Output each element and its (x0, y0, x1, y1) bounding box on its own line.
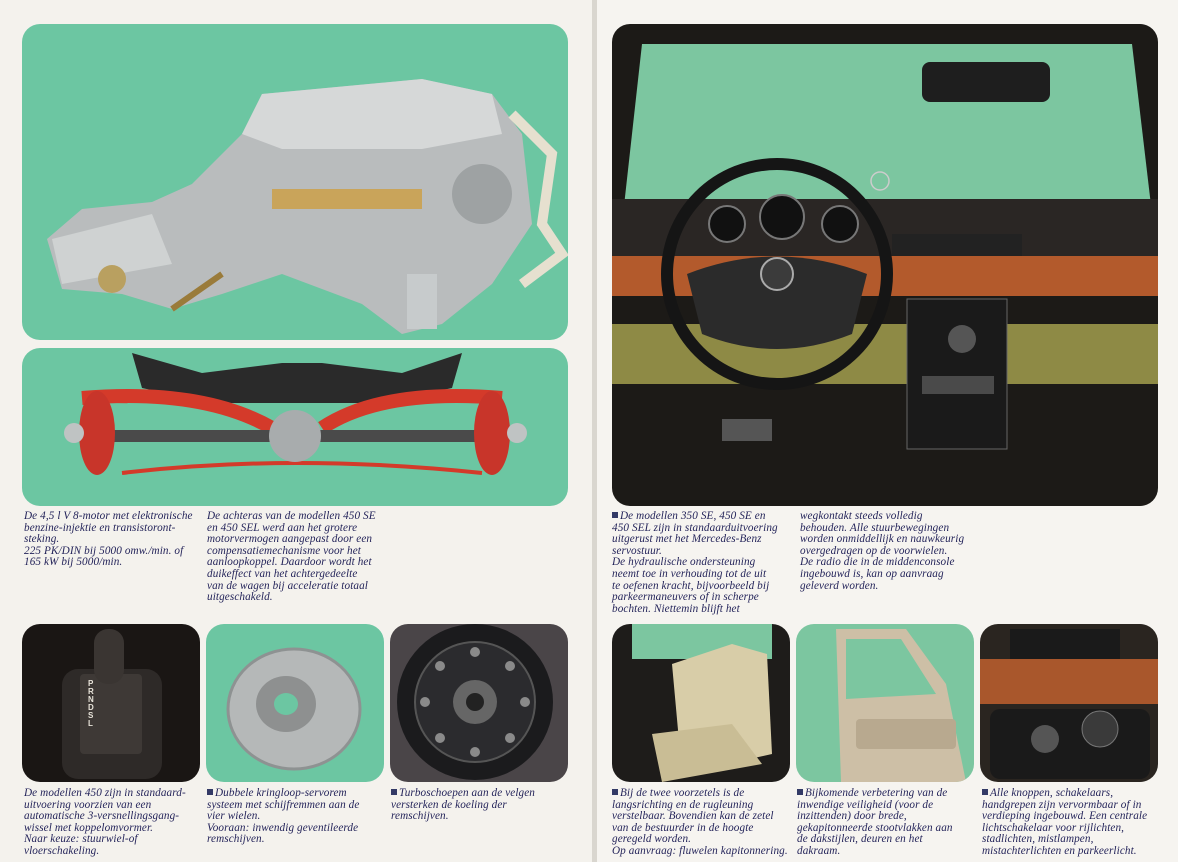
caption-wheel-text: Turboschoepen aan de velgen versterken d… (391, 787, 535, 823)
caption-engine: De 4,5 l V 8-motor met elektronische ben… (24, 510, 193, 569)
gear-positions-label: P R N D S L (88, 679, 94, 728)
bullet-icon (612, 789, 618, 795)
bullet-icon (207, 789, 213, 795)
seats-illustration (632, 624, 772, 782)
brake-disc-illustration (226, 647, 362, 771)
caption-brakes-text: Dubbele kringloop-servorem systeem met s… (207, 787, 360, 846)
caption-door: Bijkomende verbetering van de inwendige … (797, 787, 977, 858)
gear-selector-photo: P R N D S L (22, 624, 200, 782)
rear-axle-photo (22, 348, 568, 506)
seats-photo (612, 624, 790, 782)
caption-gearbox: De modellen 450 zijn in standaard- uitvo… (24, 787, 186, 857)
caption-wheel: Turboschoepen aan de velgen versterken d… (391, 787, 571, 823)
caption-rear-axle: De achteras van de modellen 450 SE en 45… (207, 510, 376, 604)
door-photo (796, 624, 974, 782)
bullet-icon (982, 789, 988, 795)
gear-selector-illustration (62, 629, 162, 779)
engine-photo (22, 24, 568, 340)
door-illustration (836, 629, 966, 782)
left-page: De 4,5 l V 8-motor met elektronische ben… (0, 0, 592, 862)
wheel-photo (390, 624, 568, 782)
caption-steering-part2: wegkontakt steeds volledig behouden. All… (800, 510, 965, 592)
engine-illustration (47, 79, 568, 334)
caption-steering-part1-text: De modellen 350 SE, 450 SE en 450 SEL zi… (612, 510, 778, 615)
caption-seats: Bij de twee voorzetels is de langsrichti… (612, 787, 797, 858)
brake-disc-photo (206, 624, 384, 782)
rear-axle-illustration (64, 353, 527, 475)
dashboard-photo (612, 24, 1158, 506)
wheel-illustration (397, 624, 553, 780)
bullet-icon (797, 789, 803, 795)
switches-illustration (980, 629, 1158, 779)
caption-door-text: Bijkomende verbetering van de inwendige … (797, 787, 953, 857)
switches-photo (980, 624, 1158, 782)
caption-switches-text: Alle knoppen, schakelaars, handgrepen zi… (982, 787, 1148, 857)
caption-seats-text: Bij de twee voorzetels is de langsrichti… (612, 787, 788, 857)
caption-switches: Alle knoppen, schakelaars, handgrepen zi… (982, 787, 1167, 858)
caption-brakes: Dubbele kringloop-servorem systeem met s… (207, 787, 387, 846)
caption-steering-part1: De modellen 350 SE, 450 SE en 450 SEL zi… (612, 510, 802, 615)
dashboard-illustration (612, 44, 1158, 450)
right-page: De modellen 350 SE, 450 SE en 450 SEL zi… (597, 0, 1178, 862)
bullet-icon (612, 512, 618, 518)
bullet-icon (391, 789, 397, 795)
